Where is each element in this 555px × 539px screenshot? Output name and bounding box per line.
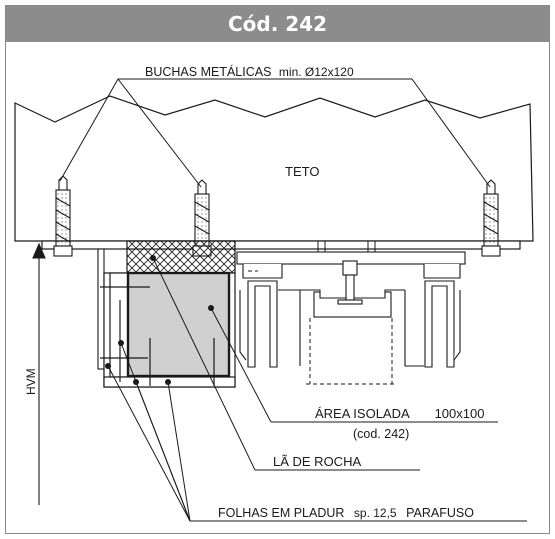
- drawing-code-title: Cód. 242: [227, 12, 328, 36]
- ceiling-slab: [14, 95, 534, 242]
- anchors-leader-lines: [59, 78, 491, 188]
- rock-wool: [126, 240, 236, 274]
- ceiling-profile-assembly: [236, 251, 466, 368]
- title-bar: Cód. 242: [6, 6, 549, 42]
- height-label: HVM: [24, 368, 38, 395]
- profile-dashed-lines: [248, 270, 396, 385]
- insulated-area-leader: [210, 307, 498, 423]
- anchors-label: BUCHAS METÁLICAS min. Ø12x120: [145, 64, 354, 79]
- insulated-area-size: 100x100: [435, 406, 485, 421]
- boards-label-name: FOLHAS EM PLADUR: [218, 506, 344, 520]
- anchors-label-name: BUCHAS METÁLICAS: [145, 64, 271, 79]
- screw-label: PARAFUSO: [406, 506, 474, 520]
- rock-wool-label: LÃ DE ROCHA: [273, 454, 361, 469]
- boards-thickness: sp. 12,5: [354, 506, 397, 520]
- insulated-area-code: (cod. 242): [353, 427, 409, 441]
- height-dimension: [32, 242, 46, 505]
- ceiling-label: TETO: [285, 164, 319, 179]
- insulated-area-label: ÁREA ISOLADA 100x100: [315, 406, 484, 421]
- rock-wool-leader: [152, 257, 420, 471]
- anchor-plate: [41, 240, 521, 250]
- metal-anchor-middle: [192, 179, 212, 257]
- boards-leader-lines: [107, 342, 527, 522]
- insulated-area: [126, 271, 231, 378]
- anchors-spec: min. Ø12x120: [279, 65, 354, 79]
- boards-label: FOLHAS EM PLADUR sp. 12,5 PARAFUSO: [218, 506, 474, 520]
- insulated-area-name: ÁREA ISOLADA: [315, 406, 410, 421]
- metal-anchor-right: [481, 179, 501, 257]
- plate-slots: [317, 241, 376, 252]
